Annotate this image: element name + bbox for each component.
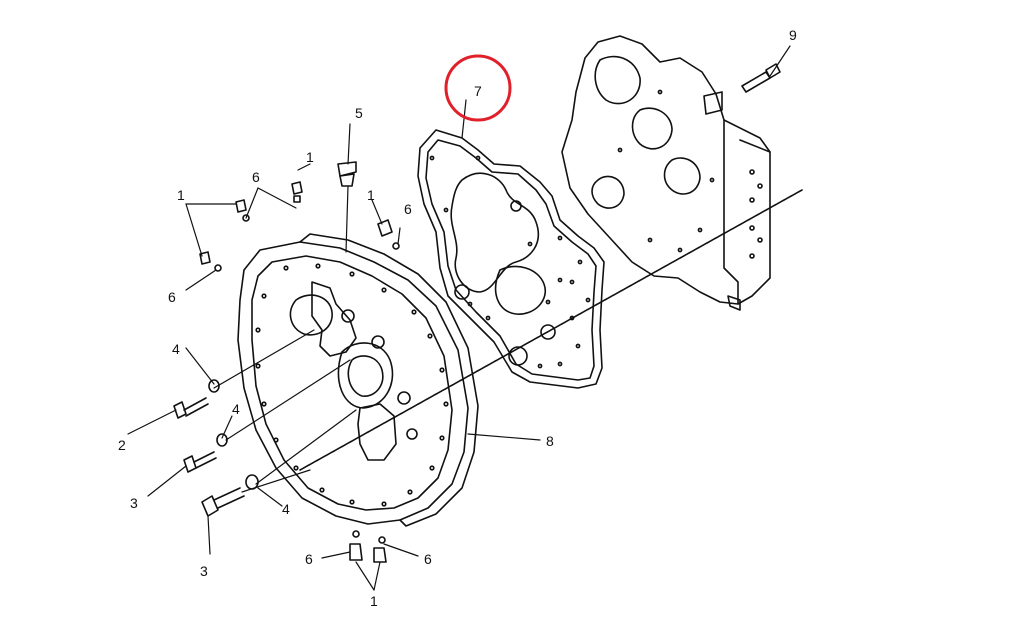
washer-4-upper: [208, 379, 220, 393]
fastener-1-mid: [377, 219, 400, 250]
callout-1-top: 1: [306, 149, 314, 165]
callout-4-upper: 4: [172, 341, 180, 357]
callout-1-mid: 1: [367, 187, 375, 203]
gasket-7: [417, 129, 605, 389]
callout-7: 7: [474, 83, 482, 99]
callout-6-top: 6: [252, 169, 260, 185]
plug-5: [337, 161, 357, 187]
callout-1-bottom: 1: [370, 593, 378, 609]
callout-2: 2: [118, 437, 126, 453]
callout-1-left: 1: [177, 187, 185, 203]
callout-3-low: 3: [200, 563, 208, 579]
callout-6-left: 6: [168, 289, 176, 305]
fastener-1-left-upper: [235, 199, 250, 222]
leader-lines: [127, 45, 791, 591]
fastener-1-top: [291, 181, 303, 203]
callout-6-bottom-right: 6: [424, 551, 432, 567]
callout-4-low: 4: [282, 501, 290, 517]
callout-6-mid: 6: [404, 201, 412, 217]
highlight-circle: [444, 54, 512, 122]
fastener-1-bottom: [349, 530, 387, 563]
callout-3-mid: 3: [130, 495, 138, 511]
center-axis: [299, 189, 803, 471]
gear-housing: [561, 35, 771, 311]
callout-8: 8: [546, 433, 554, 449]
bolt-3-low: [201, 487, 245, 517]
flywheel-housing-8: [237, 233, 479, 527]
callout-9: 9: [789, 27, 797, 43]
callout-4-mid: 4: [232, 401, 240, 417]
callout-6-bottom-left: 6: [305, 551, 313, 567]
callout-5: 5: [355, 105, 363, 121]
callout-labels: 9 7 5 1 6 1 1 6 6 4 2 4 3 4 3 8 6 6 1: [118, 27, 797, 609]
bolt-2: [173, 397, 209, 419]
fastener-1-left-lower: [199, 251, 222, 272]
bolt-3-mid: [183, 451, 217, 473]
bolt-9: [741, 63, 781, 93]
